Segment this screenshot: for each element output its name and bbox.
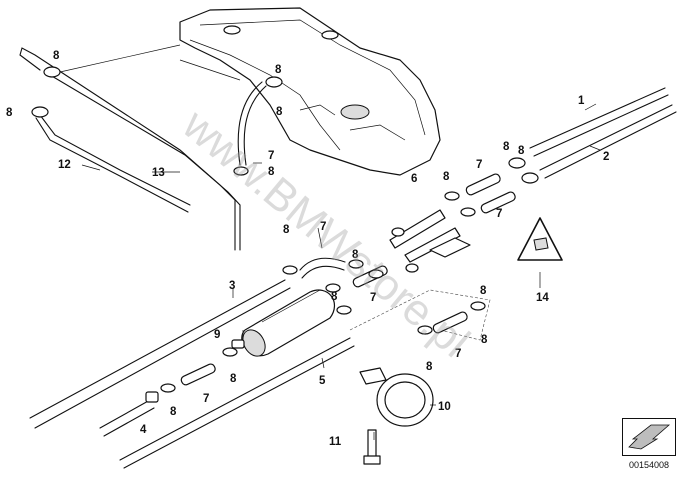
- callout-4: 4: [140, 424, 147, 436]
- document-code: 00154008: [628, 460, 670, 470]
- fuel-line-4: [99, 391, 159, 437]
- callout-8-a: 8: [53, 50, 60, 62]
- fuel-line-2: [539, 104, 677, 179]
- connector-6: [389, 209, 446, 249]
- clamp-8-top-left: [43, 66, 61, 78]
- callout-9: 9: [214, 329, 220, 341]
- callout-8-j: 8: [352, 249, 359, 261]
- fuel-line-5: [119, 337, 355, 469]
- callout-8-n: 8: [426, 361, 433, 373]
- callout-8-e: 8: [268, 166, 275, 178]
- callout-8-f: 8: [443, 171, 450, 183]
- callout-7-b: 7: [476, 159, 482, 171]
- callout-8-m: 8: [170, 406, 177, 418]
- callout-14: 14: [536, 292, 549, 304]
- callouts: 1 2 3 4 5 6 7 7 7 7 7 7 7 8 8 8 8 8 8 8 …: [6, 50, 609, 448]
- clamp-8-left: [31, 106, 49, 118]
- callout-10: 10: [438, 401, 451, 413]
- fuel-filter-9: [231, 289, 336, 357]
- callout-7-g: 7: [455, 348, 461, 360]
- callout-11: 11: [329, 436, 342, 448]
- callout-3: 3: [229, 280, 235, 292]
- callout-8-h: 8: [518, 145, 525, 157]
- callout-7-f: 7: [203, 393, 209, 405]
- fuel-line-3: [29, 279, 291, 429]
- callout-8-k: 8: [331, 291, 338, 303]
- callout-2: 2: [603, 151, 609, 163]
- callout-8-o: 8: [480, 285, 487, 297]
- clamp-8-upper: [265, 76, 283, 88]
- callout-6: 6: [411, 173, 417, 185]
- callout-8-b: 8: [6, 107, 13, 119]
- callout-8-i: 8: [283, 224, 290, 236]
- callout-7-c: 7: [496, 208, 502, 220]
- bolt-11: [363, 429, 381, 465]
- warning-triangle-14: [517, 217, 563, 261]
- clamp-10: [359, 367, 434, 427]
- callout-8-d: 8: [276, 106, 283, 118]
- orientation-arrow-icon: [622, 418, 676, 456]
- callout-8-g: 8: [503, 141, 510, 153]
- callout-7-a: 7: [268, 150, 274, 162]
- vent-line-12: [39, 114, 191, 206]
- callout-8-p: 8: [481, 334, 488, 346]
- callout-8-l: 8: [230, 373, 237, 385]
- fuel-tank: [179, 7, 441, 176]
- hose-7-upper: [237, 81, 263, 166]
- clamp-8-mid: [233, 166, 249, 176]
- callout-1: 1: [578, 95, 585, 107]
- callout-13: 13: [152, 167, 165, 179]
- callout-12: 12: [58, 159, 71, 171]
- callout-7-d: 7: [320, 221, 326, 233]
- callout-7-e: 7: [370, 292, 376, 304]
- callout-5: 5: [319, 375, 326, 387]
- callout-8-c: 8: [275, 64, 282, 76]
- fuel-line-1: [529, 87, 669, 157]
